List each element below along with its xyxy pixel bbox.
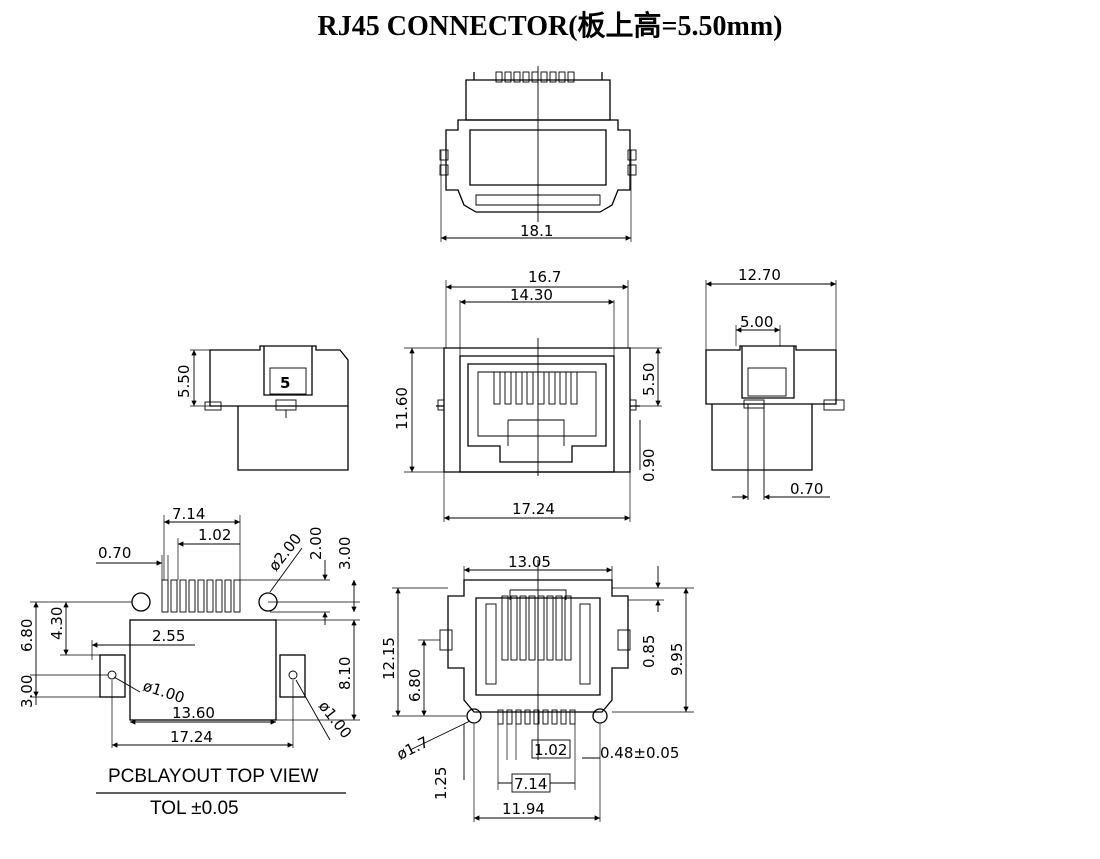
pcb-body-height-dim: 8.10	[336, 657, 354, 690]
bottom-post-height-dim: 6.80	[406, 669, 424, 702]
top-view: 18.1	[439, 66, 637, 242]
front-below-board-dim: 0.90	[640, 449, 658, 482]
pcb-layout-view: 7.14 1.02 0.70 ø2.00 2.00 3.00 8.10 6.80…	[18, 505, 360, 819]
left-view-height-dim: 5.50	[175, 365, 193, 398]
bottom-hole-dim: ø1.7	[394, 733, 432, 764]
pcb-post-offset-dim: 2.55	[152, 627, 185, 645]
front-height-dim: 11.60	[393, 387, 411, 430]
pcb-pin-pitch-dim: 1.02	[198, 526, 231, 544]
front-view-contacts	[493, 371, 578, 405]
right-side-view: 12.70 5.00 0.70	[705, 266, 845, 500]
front-above-board-dim: 5.50	[640, 363, 658, 396]
front-overall-width-dim: 16.7	[528, 268, 561, 286]
right-view-pin-zone-dim: 5.00	[740, 313, 773, 331]
pcb-caption: PCBLAYOUT TOP VIEW	[108, 766, 319, 787]
pcb-post-span-dim: 13.60	[172, 704, 215, 722]
bottom-body-height-dim: 9.95	[668, 643, 686, 676]
left-view-pin-label: 5	[280, 374, 290, 392]
bottom-pin-width-dim: 0.48±0.05	[600, 744, 679, 762]
drawing-title: RJ45 CONNECTOR(板上高=5.50mm)	[317, 11, 783, 42]
bottom-overall-height-dim: 12.15	[380, 637, 398, 680]
pcb-total-y-dim: 6.80	[18, 619, 36, 652]
bottom-overall-width-dim: 11.94	[502, 800, 545, 818]
pcb-pin-span-dim: 7.14	[172, 505, 205, 523]
pcb-tolerance: TOL ±0.05	[150, 798, 239, 819]
bottom-view-leads	[497, 709, 576, 725]
top-width-dim: 18.1	[520, 222, 553, 240]
pcb-hole-y-dim: 4.30	[48, 607, 66, 640]
pcb-row-offset-dim: 2.00	[307, 527, 325, 560]
pcb-pin-slots	[161, 579, 241, 613]
front-inner-width-dim: 14.30	[510, 286, 553, 304]
pcb-pin-width-dim: 0.70	[98, 544, 131, 562]
pcb-to-holes-dim: 3.00	[336, 537, 354, 570]
top-view-pin-row	[495, 71, 575, 83]
bottom-pitch-dim: 1.02	[534, 741, 567, 759]
right-view-depth-dim: 12.70	[738, 266, 781, 284]
bottom-view: 13.05 12.15 6.80 9.95 0.85 ø1.7 1.02 0.4…	[380, 553, 694, 822]
left-side-view: 5 5.50	[175, 345, 349, 471]
bottom-view-contacts	[501, 595, 572, 661]
bottom-pin-span-dim: 7.14	[514, 775, 547, 793]
pcb-post-y-dim: 3.00	[18, 675, 36, 708]
right-view-pin-width-dim: 0.70	[790, 480, 823, 498]
pcb-small-hole-left-dim: ø1.00	[141, 677, 187, 707]
front-bottom-width-dim: 17.24	[512, 500, 555, 518]
bottom-width-dim: 13.05	[508, 553, 551, 571]
bottom-tab-dim: 0.85	[640, 635, 658, 668]
front-view: 16.7 14.30 11.60 5.50 0.90 17.24	[393, 268, 662, 522]
pcb-overall-width-dim: 17.24	[170, 728, 213, 746]
bottom-lead-length-dim: 1.25	[432, 767, 450, 800]
